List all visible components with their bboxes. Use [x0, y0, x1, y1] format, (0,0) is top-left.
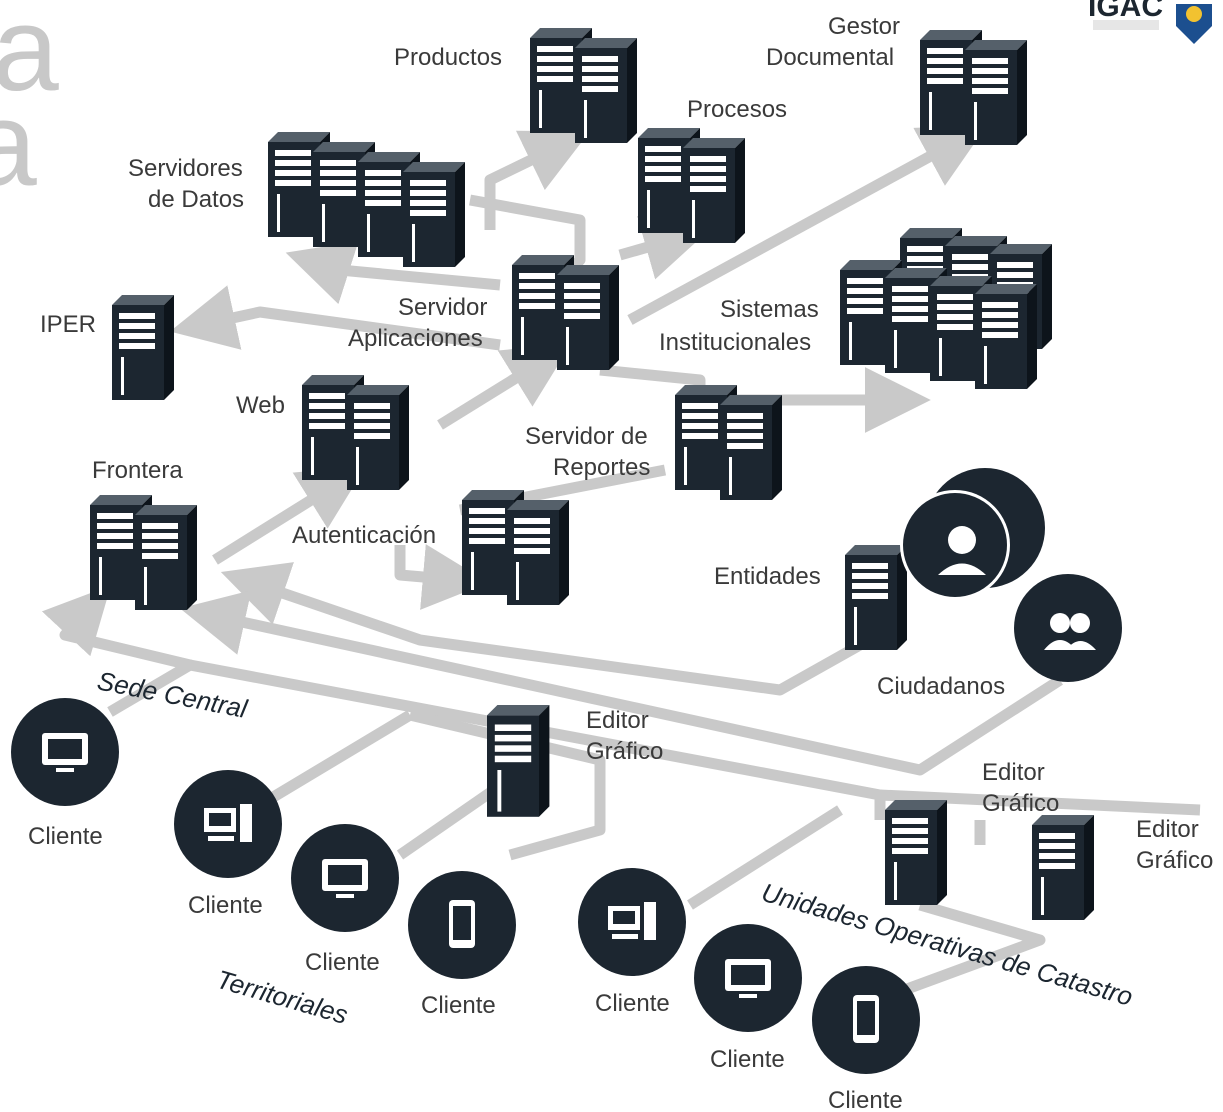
connector-aplicaciones-iper [169, 285, 501, 351]
ciudadanos-users-icon[interactable] [1014, 574, 1122, 682]
label-editor-1-line-2: Gráfico [586, 738, 663, 765]
connector-entidades-frontera [220, 562, 863, 696]
server-procesos[interactable] [638, 128, 745, 243]
label-procesos: Procesos [687, 96, 787, 123]
server-editor-grafico-1[interactable] [487, 705, 550, 817]
server-sistemas-institucionales[interactable] [840, 228, 1052, 389]
connector-aplicaciones-gestor [627, 125, 988, 325]
label-productos: Productos [394, 44, 502, 71]
label-reportes-1: Servidor de [525, 423, 648, 450]
server-aplicaciones[interactable] [512, 255, 619, 370]
igac-logo: IGAC [1088, 0, 1212, 44]
label-gestor-2: Documental [766, 44, 894, 71]
label-editor-2-line-1: Editor [982, 759, 1045, 786]
logo-sun-icon [1186, 6, 1202, 22]
label-web: Web [236, 392, 285, 419]
client-monitor-icon[interactable] [291, 824, 399, 932]
server-frontera[interactable] [90, 495, 197, 610]
logo-subtitle-bar [1093, 20, 1159, 30]
label-autenticacion: Autenticación [292, 522, 436, 549]
server-reportes[interactable] [675, 385, 782, 500]
label-aplicaciones-2: Aplicaciones [348, 325, 483, 352]
client-label: Cliente [28, 823, 103, 850]
client-mobile-icon[interactable] [812, 966, 920, 1074]
logo-shield-icon [1176, 4, 1212, 44]
server-productos[interactable] [530, 28, 637, 143]
label-datos-1: Servidores [128, 155, 243, 182]
server-entidades[interactable] [845, 545, 907, 650]
connector-aplicaciones-datos [285, 241, 501, 305]
connector-frontera-web [212, 465, 367, 565]
client-label: Cliente [305, 949, 380, 976]
connector-aplicaciones-procesos [618, 215, 710, 280]
partial-title-line-1: a [0, 0, 59, 116]
connector-backbone-editor [879, 789, 1201, 816]
connector-datos-productos [484, 130, 590, 230]
entidades-users-icon[interactable] [900, 468, 1045, 600]
label-editor-3-line-1: Editor [1136, 816, 1199, 843]
connector-unidades-2 [848, 899, 1046, 1016]
server-editor-grafico-3[interactable] [1032, 815, 1094, 920]
partial-title-line-2: a [0, 77, 37, 211]
label-datos-2: de Datos [148, 186, 244, 213]
label-gestor-1: Gestor [828, 13, 900, 40]
connector-territorial-1 [257, 710, 413, 810]
label-ciudadanos: Ciudadanos [877, 673, 1005, 700]
server-web[interactable] [302, 375, 409, 490]
label-iper: IPER [40, 311, 96, 338]
connector-ciudadanos-frontera [179, 590, 1063, 776]
label-sistemas-1: Sistemas [720, 296, 819, 323]
client-label: Cliente [188, 892, 263, 919]
label-editor-1-line-1: Editor [586, 707, 649, 734]
server-datos[interactable] [268, 132, 465, 267]
label-editor-2-line-2: Gráfico [982, 790, 1059, 817]
connector-web-aplicaciones [437, 343, 572, 430]
client-mobile-icon[interactable] [408, 871, 516, 979]
client-monitor-icon[interactable] [11, 698, 119, 806]
connector-sede-frontera [41, 585, 196, 717]
client-desktop-icon[interactable] [578, 868, 686, 976]
label-reportes-2: Reportes [553, 454, 650, 481]
client-label: Cliente [421, 992, 496, 1019]
label-sistemas-2: Institucionales [659, 329, 811, 356]
client-monitor-icon[interactable] [694, 924, 802, 1032]
connector-unidades-1 [687, 805, 843, 910]
connector-autenticacion [394, 544, 489, 610]
label-frontera: Frontera [92, 457, 183, 484]
client-desktop-icon[interactable] [174, 770, 282, 878]
server-gestor-documental[interactable] [920, 30, 1027, 145]
client-label: Cliente [595, 990, 670, 1017]
server-autenticacion[interactable] [462, 490, 569, 605]
logo-text: IGAC [1088, 0, 1163, 23]
label-aplicaciones-1: Servidor [398, 294, 487, 321]
label-editor-3-line-2: Gráfico [1136, 847, 1213, 874]
client-label: Cliente [710, 1046, 785, 1073]
label-entidades: Entidades [714, 563, 821, 590]
server-iper[interactable] [112, 295, 174, 400]
server-editor-grafico-2[interactable] [885, 800, 947, 905]
client-label: Cliente [828, 1087, 903, 1112]
